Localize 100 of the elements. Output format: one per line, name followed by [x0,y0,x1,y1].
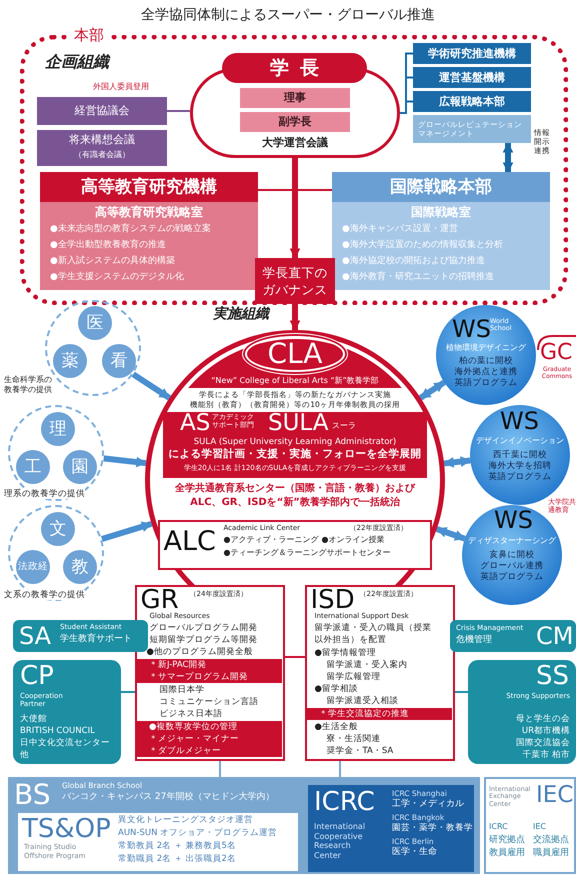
node-text: 留学派遣受入相談 [326,694,398,706]
node-text: 海外大学を招聘 [488,461,552,472]
node-text: 海外拠点と連携 [454,367,518,378]
node-text: 工 [24,456,42,478]
node-text: 理事 [284,91,306,105]
node-text: 英語プログラム [454,378,518,388]
faculty-circle [16,550,50,584]
node-text: 国際日本学 [160,684,204,696]
governance-box [255,258,335,304]
council-box [37,97,167,125]
faculty-circle [78,306,112,340]
department-box [413,67,531,88]
arrow [103,455,148,468]
node-text: ＊学生交流協定の推進 [307,708,452,720]
heading: GR [140,586,179,612]
arrow [436,526,466,542]
section-label: 企画組織 [45,52,109,72]
node-text: 法政経 [18,561,48,573]
section-heading: 本部 [70,26,108,44]
node-text: ディザスターナーシング [467,536,557,546]
info-card [18,813,298,871]
node-label: 生命科学系の教養学の提供 [4,375,56,394]
faculty-circle [53,344,87,378]
node-text: 学長直下のガバナンス [262,264,328,298]
organization-panel [40,172,258,290]
node-text: 英語プログラム [488,472,552,482]
node-text: 寮・生活関連 [326,732,380,744]
council-box [37,130,167,166]
node-text: 西千葉に開校 [492,450,548,460]
node-text: コミュニケーション言語 [160,696,258,708]
node-text: 医学・生命 [392,847,437,858]
node-text: 奨学金・TA・SA [326,744,394,756]
role-box [240,88,350,108]
node-text: 短期留学プログラム等開発 [150,634,258,646]
outlined-panel [484,777,576,874]
node-text: 運営基盤機構 [439,70,505,84]
heading: SA [19,624,52,648]
unit-box [305,585,455,761]
connector-line [339,761,341,777]
bullet-item: ●全学出動型教養教育の推進 [50,240,166,251]
node-text: 園芸・薬学・教養学 [392,823,473,834]
node-text: 医 [86,312,104,334]
heading: AS [180,412,210,435]
node-text: 植物環境デザイニング [445,343,527,353]
bullet-item: ●海外協定校の開拓および協力推進 [342,256,485,267]
heading: SS [536,663,570,689]
title-pill: 学長 [222,53,367,83]
bullet-item: ●新入試システムの具体的構築 [50,256,175,267]
dashed-circle [45,300,141,396]
node-text: ビジネス日本語 [160,708,222,720]
heading: CP [20,663,54,689]
info-card [13,660,121,764]
node-text: デザインイノベーション [475,436,565,446]
node-text: AUN-SUN オフショア・プログラム運営 [118,828,278,838]
connector-line [167,110,190,112]
node-text: UR都市機構 [520,726,570,736]
heading: WS [494,508,533,532]
node-text: ●留学相談 [314,682,358,694]
node-text: ●複数専攻学位の管理 [137,720,282,732]
node-text: 教 [72,556,88,578]
arrow [290,158,300,260]
node-text: BRITISH COUNCIL [20,726,95,736]
heading: BS [14,781,50,809]
node-text: ●留学情報管理 [314,646,376,658]
subheading: 国際戦略室 [410,205,472,220]
arrow [443,456,472,468]
node-text: 文 [50,518,66,540]
bullet-item: ●未来志向型の教育システムの戦略立案 [50,224,211,235]
heading: ALC [164,528,216,554]
heading: 高等教育研究機構 [40,172,258,202]
node-text: による学習計画・支援・実施・フォローを全学展開 [168,448,422,461]
connector-line [285,656,305,658]
section-label: 実施組織 [213,306,269,323]
node-text: 研究拠点 [489,835,525,846]
node-text: 園 [72,456,88,478]
ellipse-label: CLA [245,336,345,372]
connector-line [219,761,221,777]
node-text: 柏の葉に開校 [458,356,514,366]
arrow [502,142,514,174]
connector-line [455,691,468,693]
node-text: 留学派遣・受入の職員（授業以外担当）を配置 [314,622,432,646]
faculty-circle [63,550,97,584]
heading: 国際戦略本部 [332,172,550,202]
faculty-circle [63,450,97,484]
node-text: 母と学生の会 [515,714,570,724]
node-label: 理系の教養学の提供 [4,489,85,500]
node-text: ＊ダブルメジャー [137,744,282,756]
node-text: 工学・メディカル [392,799,464,810]
node-text: バンコク・キャンパス 27年開校（マヒドン大学内） [62,792,274,803]
node-text: 留学派遣・受入案内 [326,658,408,670]
node-text: 副学長 [278,115,312,129]
info-card [468,660,576,764]
heading: ISD [310,586,355,612]
heading: WS [500,409,539,433]
node-text: International Cooperative Research Center [314,822,366,860]
node-text: 広報戦略本部 [439,94,505,108]
unit-box [158,520,432,570]
description: 全学共通教育系センター（国際・言語・教養）およびALC、GR、ISDを“新”教養学部内で一括統治 [174,482,416,509]
node-text: ＊メジャー・マイナー [137,732,282,744]
node-label: 文系の教養学の提供 [4,590,85,600]
